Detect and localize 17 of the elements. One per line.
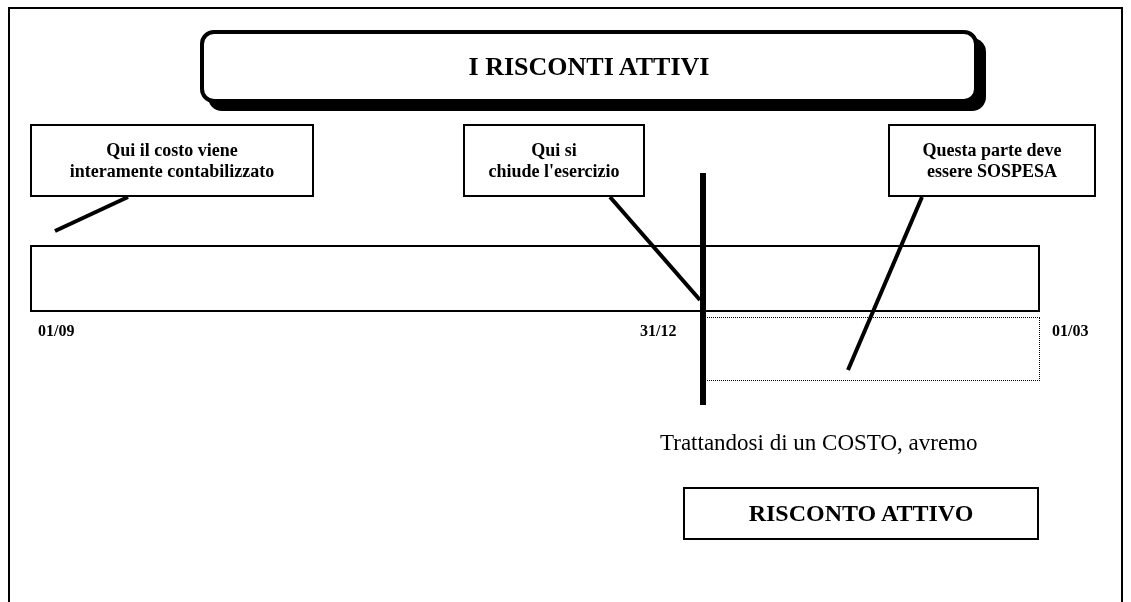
box-text: I RISCONTI ATTIVI — [468, 51, 710, 82]
date-label: 31/12 — [640, 322, 677, 340]
date-label: 01/03 — [1052, 322, 1089, 340]
box-text: RISCONTO ATTIVO — [748, 499, 974, 528]
callout-box — [888, 124, 1096, 197]
leader-line — [54, 195, 129, 233]
box-text: Questa parte deve essere SOSPESA — [921, 139, 1063, 182]
note-text: Trattandosi di un COSTO, avremo — [660, 430, 978, 456]
date-label: 01/09 — [38, 322, 75, 340]
leader-line — [846, 196, 924, 371]
leader-line — [608, 195, 702, 302]
result-box — [683, 487, 1039, 540]
timeline-bar — [30, 245, 1040, 312]
box-text: Qui il costo viene interamente contabilizzato — [68, 139, 276, 182]
callout-box — [463, 124, 645, 197]
box-text: Qui si chiude l'esercizio — [487, 139, 621, 182]
callout-box — [30, 124, 314, 197]
